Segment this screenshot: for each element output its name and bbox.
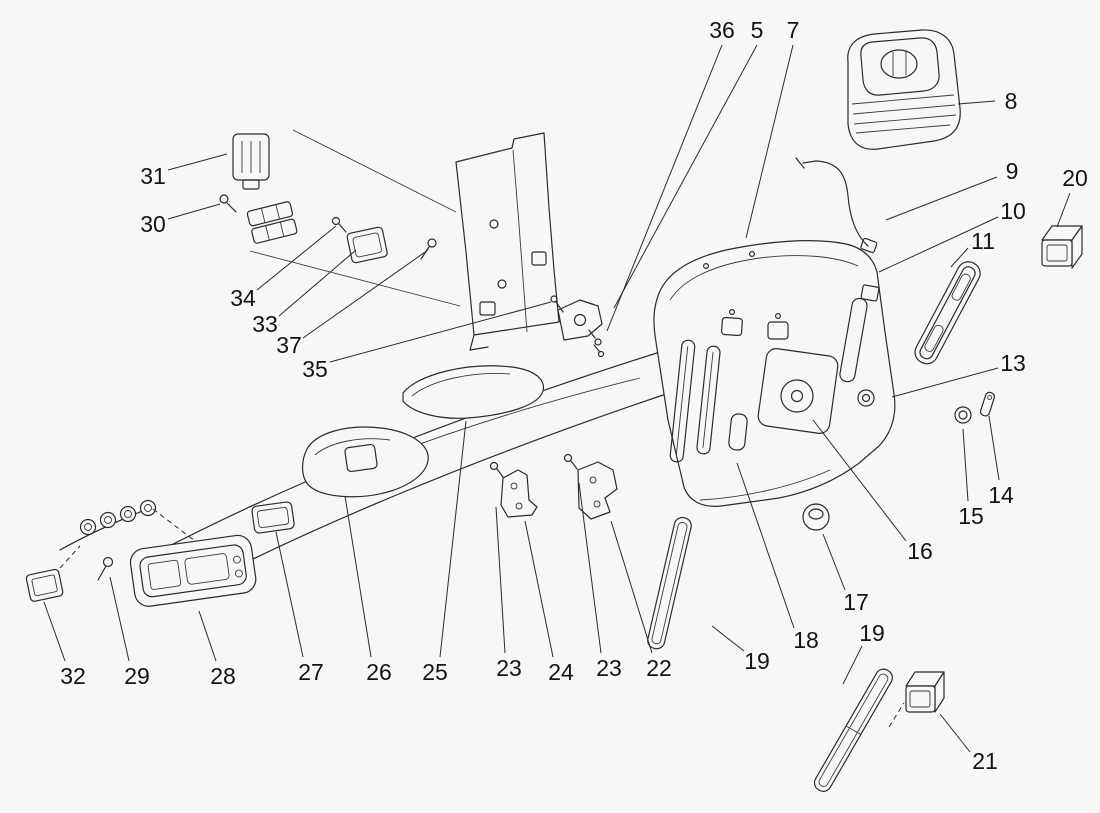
callout-label-27: 27 (298, 659, 324, 685)
leader-line-30 (167, 203, 221, 220)
callout-label-30: 30 (140, 211, 166, 237)
leader-line-36 (606, 44, 723, 332)
part-rocker-switch-upper (1041, 225, 1083, 269)
leader-line-14 (988, 415, 1000, 481)
leader-line-21 (939, 713, 971, 753)
leader-line-23 (578, 482, 602, 654)
leader-line-27 (275, 531, 304, 658)
leader-line-7 (745, 44, 794, 239)
callout-label-20: 20 (1062, 165, 1088, 191)
leader-line-35 (329, 301, 552, 363)
part-bracket-a (489, 461, 538, 518)
callout-label-5: 5 (751, 17, 764, 43)
callout-label-23: 23 (496, 655, 522, 681)
part-trim-strip-lower (813, 668, 893, 792)
callout-label-28: 28 (210, 663, 236, 689)
callout-label-8: 8 (1005, 88, 1018, 114)
leader-line-32 (43, 601, 66, 662)
leader-line-25 (439, 420, 467, 658)
callout-label-37: 37 (276, 332, 302, 358)
callout-label-31: 31 (140, 163, 166, 189)
callout-label-24: 24 (548, 659, 574, 685)
callout-label-7: 7 (787, 17, 800, 43)
leader-line-17 (822, 533, 846, 591)
part-trim-strip-right (914, 261, 981, 365)
callout-label-26: 26 (366, 659, 392, 685)
callout-label-32: 32 (60, 663, 86, 689)
callout-label-15: 15 (958, 503, 984, 529)
leader-line-23 (495, 506, 506, 654)
callout-label-21: 21 (972, 748, 998, 774)
callout-label-16: 16 (907, 538, 933, 564)
leader-line-5 (613, 44, 758, 309)
part-bracket-b (563, 453, 618, 520)
part-relay (232, 133, 270, 190)
callout-label-19: 19 (859, 620, 885, 646)
leader-line-24 (524, 520, 554, 658)
leader-line-19 (842, 645, 863, 685)
part-washer (954, 406, 972, 424)
part-console-panel (653, 240, 896, 507)
part-terminal-blocks (246, 201, 298, 244)
part-rocker-switch-lower (905, 671, 945, 713)
part-air-intake-cover (847, 29, 961, 150)
callout-label-23: 23 (596, 655, 622, 681)
leader-line-29 (109, 576, 130, 662)
part-key (979, 391, 996, 417)
leader-line-15 (962, 428, 969, 502)
callout-label-33: 33 (252, 311, 278, 337)
leader-line-16 (812, 419, 907, 542)
part-bulb-sockets (59, 499, 157, 551)
leader-line-20 (1056, 192, 1071, 228)
part-switch-33 (331, 216, 388, 264)
leader-line-33 (278, 249, 357, 317)
leader-line-26 (344, 495, 372, 658)
callout-label-22: 22 (646, 655, 672, 681)
part-screw-37 (420, 238, 437, 260)
callout-label-25: 25 (422, 659, 448, 685)
callout-label-34: 34 (230, 285, 256, 311)
part-connector (25, 568, 64, 602)
callout-label-10: 10 (1000, 198, 1026, 224)
part-screw-29 (97, 556, 114, 581)
part-instrument-cluster (129, 534, 257, 607)
leader-line-18 (736, 462, 795, 629)
callout-label-14: 14 (988, 482, 1014, 508)
leader-line-10 (878, 216, 999, 273)
part-housing-lower (302, 426, 429, 498)
leader-line-8 (957, 100, 996, 105)
callout-label-19: 19 (744, 648, 770, 674)
leader-line-34 (256, 225, 337, 291)
part-lens (402, 365, 545, 419)
callout-label-29: 29 (124, 663, 150, 689)
callout-label-35: 35 (302, 356, 328, 382)
dashed-link-line (59, 545, 81, 569)
part-trim-strip-center (647, 516, 692, 650)
part-mount-plate (455, 132, 560, 351)
leader-line-28 (198, 610, 217, 662)
callout-label-11: 11 (971, 228, 995, 254)
leader-line-31 (167, 153, 228, 171)
leader-line-9 (885, 176, 998, 221)
leader-line-19 (711, 625, 745, 652)
part-wire-harness (795, 157, 878, 254)
dashed-link-line (888, 702, 905, 728)
part-knob-cap (802, 503, 830, 531)
leader-line-11 (950, 247, 969, 268)
callout-label-9: 9 (1006, 158, 1019, 184)
leader-line-13 (891, 367, 999, 398)
callout-label-36: 36 (709, 17, 735, 43)
alignment-lines (249, 129, 461, 307)
part-screw-30 (219, 194, 237, 213)
callout-label-17: 17 (843, 589, 869, 615)
leader-line-37 (302, 249, 429, 339)
part-small-bracket (550, 295, 605, 358)
callout-label-18: 18 (793, 627, 819, 653)
callout-label-13: 13 (1000, 350, 1026, 376)
leader-line-22 (610, 520, 653, 654)
part-switch-small (251, 501, 295, 534)
